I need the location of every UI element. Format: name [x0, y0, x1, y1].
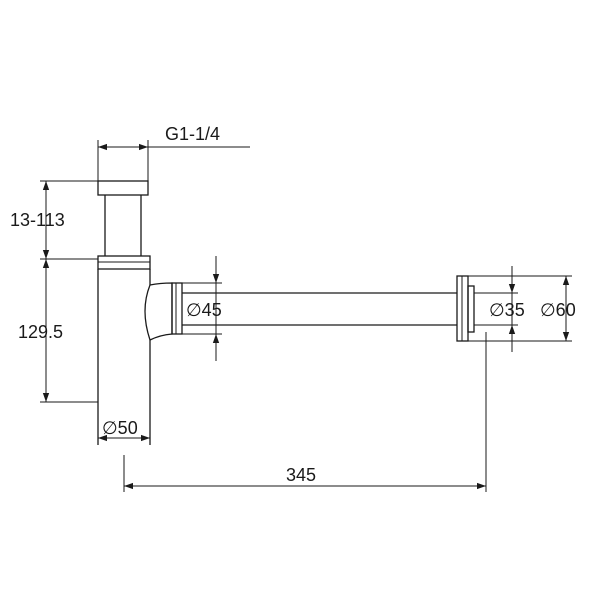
- length-label: 345: [286, 465, 316, 485]
- dim-body-diameter: ∅50: [98, 418, 150, 442]
- dim-height: 129.5: [18, 259, 98, 403]
- dim-height-range: 13-113: [10, 180, 98, 260]
- top-nut: [97, 180, 149, 196]
- dim-length: 345: [123, 332, 487, 492]
- outlet-pipe-assembly: [144, 275, 475, 342]
- flange-diameter-label: ∅60: [540, 300, 576, 320]
- dim-wall-pipe-diameter: ∅35: [474, 266, 525, 352]
- dim-pipe-diameter: ∅45: [182, 256, 222, 361]
- dim-thread: G1-1/4: [97, 124, 250, 181]
- pipe-connector: [171, 282, 183, 335]
- height-range-label: 13-113: [10, 210, 65, 230]
- body-diameter-label: ∅50: [102, 418, 138, 438]
- wall-pipe-end: [467, 285, 475, 333]
- elbow: [144, 284, 151, 341]
- wall-pipe-diameter-label: ∅35: [489, 300, 525, 320]
- trap-assembly: [97, 180, 151, 445]
- height-label: 129.5: [18, 322, 63, 342]
- thread-label: G1-1/4: [165, 124, 220, 144]
- pipe-diameter-label: ∅45: [186, 300, 222, 320]
- dim-flange-diameter: ∅60: [468, 275, 576, 342]
